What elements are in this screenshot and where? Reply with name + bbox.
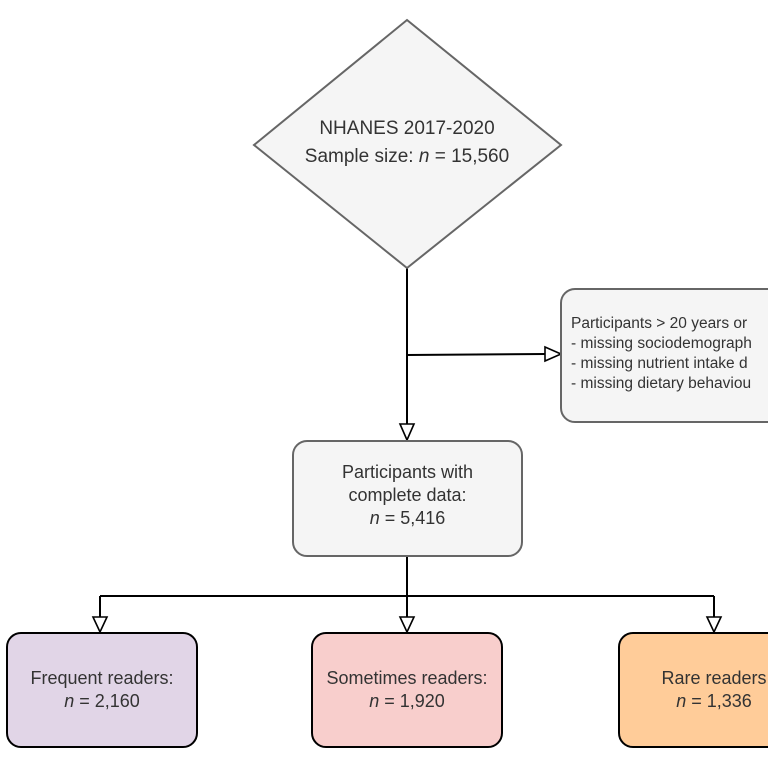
complete-n-value: = 5,416: [379, 508, 446, 528]
complete-node-text: Participants with complete data: n = 5,4…: [293, 461, 522, 530]
exclusion-line: Participants > 20 years or: [571, 315, 748, 332]
frequent-readers-box: [6, 632, 198, 748]
complete-line-2: complete data:: [348, 485, 467, 505]
source-diamond: [252, 18, 563, 270]
exclusion-line: - missing sociodemograph: [571, 335, 752, 352]
frequent-readers-text: Frequent readers: n = 2,160: [7, 667, 197, 713]
exclusion-line: - missing dietary behaviou: [571, 375, 752, 392]
arrowhead-frequent: [91, 616, 109, 634]
group-n-value: = 1,336: [686, 691, 752, 711]
source-n-variable: n: [418, 146, 430, 167]
arrowheads: [91, 345, 723, 634]
complete-line-1: Participants with: [341, 462, 474, 482]
group-n-value: = 1,920: [379, 691, 445, 711]
source-title: NHANES 2017-2020: [319, 118, 495, 139]
source-sample-prefix: Sample size:: [304, 146, 419, 167]
sometimes-readers-text: Sometimes readers: n = 1,920: [312, 667, 502, 713]
source-sample-size: Sample size: n = 15,560: [257, 143, 557, 171]
arrowhead-sometimes: [398, 616, 416, 634]
group-count: n = 1,920: [312, 690, 502, 713]
rare-readers-text: Rare readers n = 1,336: [619, 667, 768, 713]
exclusion-line: - missing nutrient intake d: [571, 355, 748, 372]
sometimes-readers-box: [311, 632, 503, 748]
edges: [99, 268, 715, 617]
group-label: Sometimes readers:: [326, 668, 488, 688]
source-node-text: NHANES 2017-2020 Sample size: n = 15,560: [257, 115, 557, 171]
exclusion-text: Participants > 20 years or - missing soc…: [571, 314, 768, 394]
complete-count: n = 5,416: [293, 507, 522, 530]
exclusion-box: [560, 288, 768, 423]
group-count: n = 2,160: [7, 690, 197, 713]
arrowhead-complete: [398, 423, 416, 442]
group-n-variable: n: [676, 691, 687, 711]
arrowhead-exclusion: [544, 345, 563, 363]
arrowhead-rare: [705, 616, 723, 634]
complete-data-box: [292, 440, 523, 557]
source-sample-value: = 15,560: [429, 146, 510, 167]
group-count: n = 1,336: [619, 690, 768, 713]
group-label: Rare readers: [661, 668, 767, 688]
group-label: Frequent readers:: [30, 668, 174, 688]
rare-readers-box: [618, 632, 768, 748]
group-n-variable: n: [369, 691, 380, 711]
group-n-value: = 2,160: [74, 691, 140, 711]
group-n-variable: n: [64, 691, 75, 711]
complete-n-variable: n: [369, 508, 380, 528]
edge-to-exclusion: [406, 353, 547, 356]
